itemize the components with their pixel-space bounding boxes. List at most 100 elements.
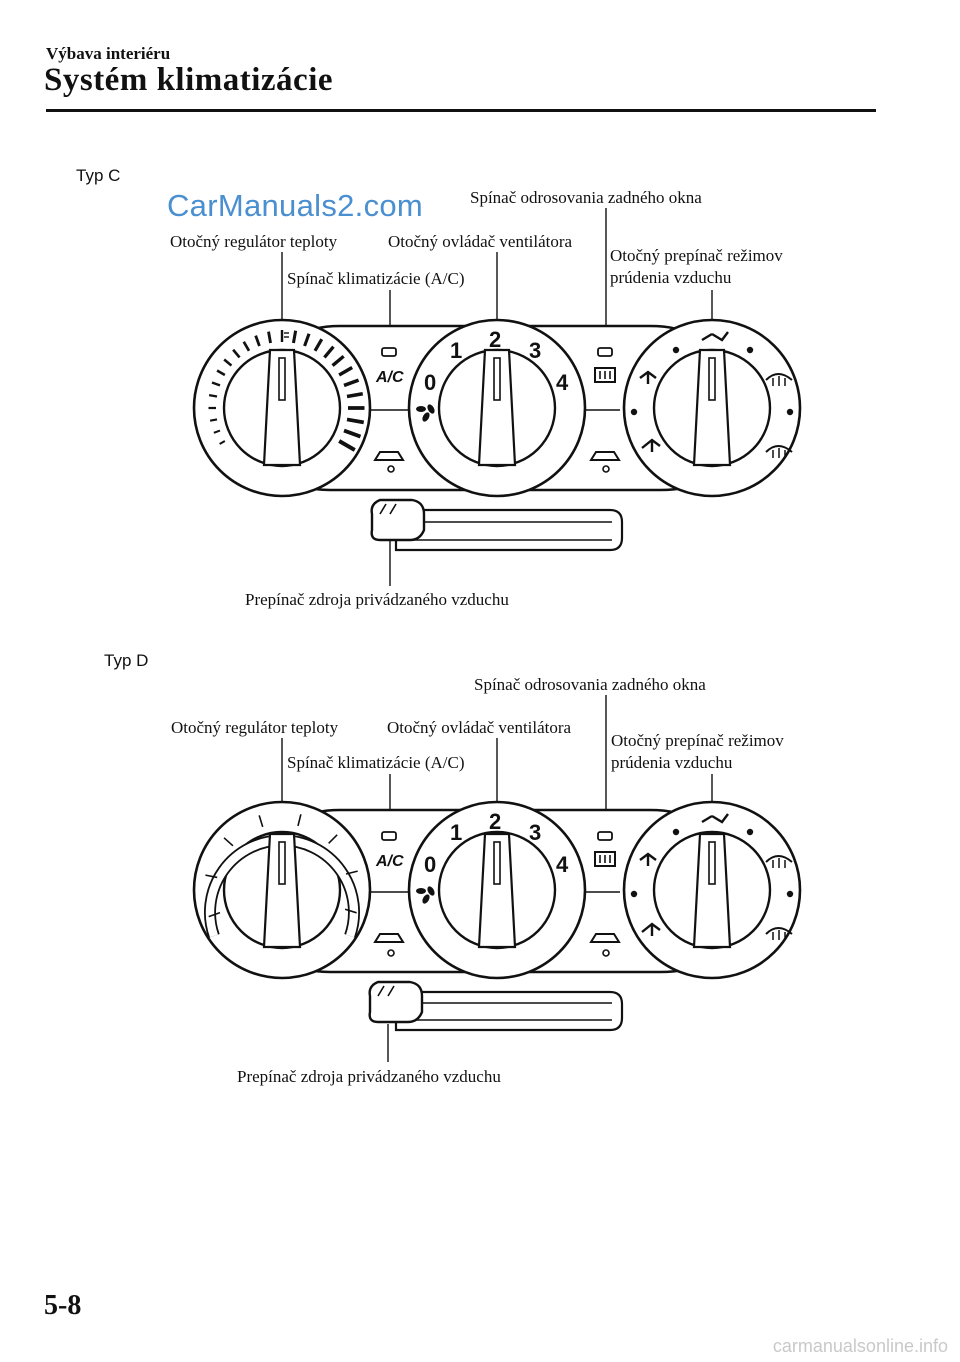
mode-dot: [746, 828, 754, 836]
climate-panel-type-c: A/C 0 1 2 3 4: [192, 208, 802, 586]
car-icon-right: [589, 933, 621, 957]
temp-arc-divider: [344, 908, 357, 914]
thermometer-icon: [280, 330, 289, 342]
ac-switch-label[interactable]: A/C: [375, 369, 404, 386]
footer-site-link[interactable]: carmanualsonline.info: [772, 1336, 948, 1356]
temp-tick: [211, 381, 221, 387]
fan-speed-0: 0: [424, 370, 436, 395]
vent-floor-icon: [641, 438, 661, 452]
temp-tick: [216, 369, 226, 377]
mode-knob[interactable]: [622, 800, 802, 980]
mode-dot: [672, 828, 680, 836]
temp-tick: [323, 345, 335, 359]
temp-tick: [232, 348, 241, 359]
defrost-windshield-icon: [765, 373, 793, 386]
temp-tick: [242, 341, 251, 352]
intake-air-slider[interactable]: [370, 498, 624, 552]
temp-tick: [254, 335, 261, 347]
vent-bilevel-icon: [639, 852, 657, 866]
fan-speed-4: 4: [556, 852, 569, 877]
mode-dot: [630, 408, 638, 416]
ac-switch-label[interactable]: A/C: [375, 853, 404, 870]
temp-tick: [303, 333, 311, 347]
car-icon-left: [373, 933, 405, 957]
temp-tick: [343, 428, 362, 439]
callout-temp: Otočný regulátor teploty: [170, 232, 338, 251]
ac-indicator-led[interactable]: [381, 347, 397, 357]
temp-tick: [267, 331, 272, 344]
fan-speed-3: 3: [529, 338, 541, 363]
rear-defrost-icon[interactable]: [594, 851, 616, 867]
vent-face-icon: [701, 813, 729, 824]
temp-arc-divider: [208, 911, 221, 918]
temp-tick: [213, 429, 221, 434]
page-number: 5-8: [44, 1290, 82, 1321]
temp-knob[interactable]: [192, 318, 372, 498]
mode-dot: [746, 346, 754, 354]
callout-fan: Otočný ovládač ventilátora: [387, 718, 572, 737]
rear-defrost-led[interactable]: [597, 831, 613, 841]
fan-speed-3: 3: [529, 820, 541, 845]
mode-dot: [786, 408, 794, 416]
vent-bilevel-icon: [639, 370, 657, 384]
callout-mode: Otočný prepínač režimov prúdenia vzduchu: [610, 246, 783, 287]
climate-panel-type-d: A/C 0 1 2 3 4: [192, 695, 802, 1062]
callout-intake: Prepínač zdroja privádzaného vzduchu: [237, 1067, 501, 1086]
callout-ac: Spínač klimatizácie (A/C): [287, 269, 465, 288]
mode-knob[interactable]: [622, 318, 802, 498]
temp-tick: [223, 358, 233, 367]
fan-speed-2: 2: [489, 327, 501, 352]
temp-tick: [338, 439, 356, 452]
temp-arc-divider: [345, 870, 358, 875]
callout-rear-defrost: Spínač odrosovania zadného okna: [470, 188, 702, 207]
callout-mode: Otočný prepínač režimov prúdenia vzduchu: [611, 731, 784, 772]
car-icon-left: [373, 451, 405, 473]
page-title: Systém klimatizácie: [44, 62, 334, 98]
vent-face-icon: [701, 331, 729, 342]
fan-speed-4: 4: [556, 370, 569, 395]
temp-arc-segments: [205, 814, 358, 918]
defrost-floor-icon: [765, 927, 793, 940]
callout-rear-defrost: Spínač odrosovania zadného okna: [474, 675, 706, 694]
temp-arc-divider: [297, 814, 302, 827]
fan-knob[interactable]: 0 1 2 3 4: [407, 318, 587, 498]
temp-tick: [346, 391, 364, 399]
section-label: Výbava interiéru: [46, 44, 171, 63]
temp-tick: [313, 338, 324, 352]
type-d-label: Typ D: [104, 651, 149, 670]
temp-tick: [291, 330, 298, 344]
fan-icon: [416, 404, 435, 422]
vent-floor-icon: [641, 922, 661, 936]
temp-tick: [208, 394, 218, 398]
temp-knob[interactable]: [192, 800, 372, 980]
temp-tick: [338, 366, 354, 377]
temp-scale-ticks: [208, 330, 365, 452]
fan-speed-2: 2: [489, 809, 501, 834]
intake-air-slider[interactable]: [368, 980, 624, 1032]
mode-dot: [672, 346, 680, 354]
temp-arc-divider: [328, 834, 338, 844]
temp-tick: [219, 440, 226, 445]
rear-defrost-icon[interactable]: [594, 367, 616, 383]
temp-arc-divider: [223, 837, 234, 847]
rear-defrost-led[interactable]: [597, 347, 613, 357]
temp-tick: [331, 354, 345, 367]
mode-dot: [786, 890, 794, 898]
temp-arc-divider: [258, 815, 264, 828]
fan-speed-1: 1: [450, 338, 462, 363]
car-icon-right: [589, 451, 621, 473]
type-c-label: Typ C: [76, 166, 121, 185]
defrost-windshield-icon: [765, 855, 793, 868]
callout-intake: Prepínač zdroja privádzaného vzduchu: [245, 590, 509, 609]
watermark-logo[interactable]: CarManuals2.com: [167, 188, 424, 223]
temp-arc-divider: [205, 874, 218, 879]
fan-speed-1: 1: [450, 820, 462, 845]
ac-indicator-led[interactable]: [381, 831, 397, 841]
fan-icon: [416, 886, 435, 904]
title-rule: [46, 109, 876, 112]
callout-ac: Spínač klimatizácie (A/C): [287, 753, 465, 772]
fan-knob[interactable]: 0 1 2 3 4: [407, 800, 587, 980]
fan-speed-0: 0: [424, 852, 436, 877]
callout-fan: Otočný ovládač ventilátora: [388, 232, 573, 251]
mode-dot: [630, 890, 638, 898]
